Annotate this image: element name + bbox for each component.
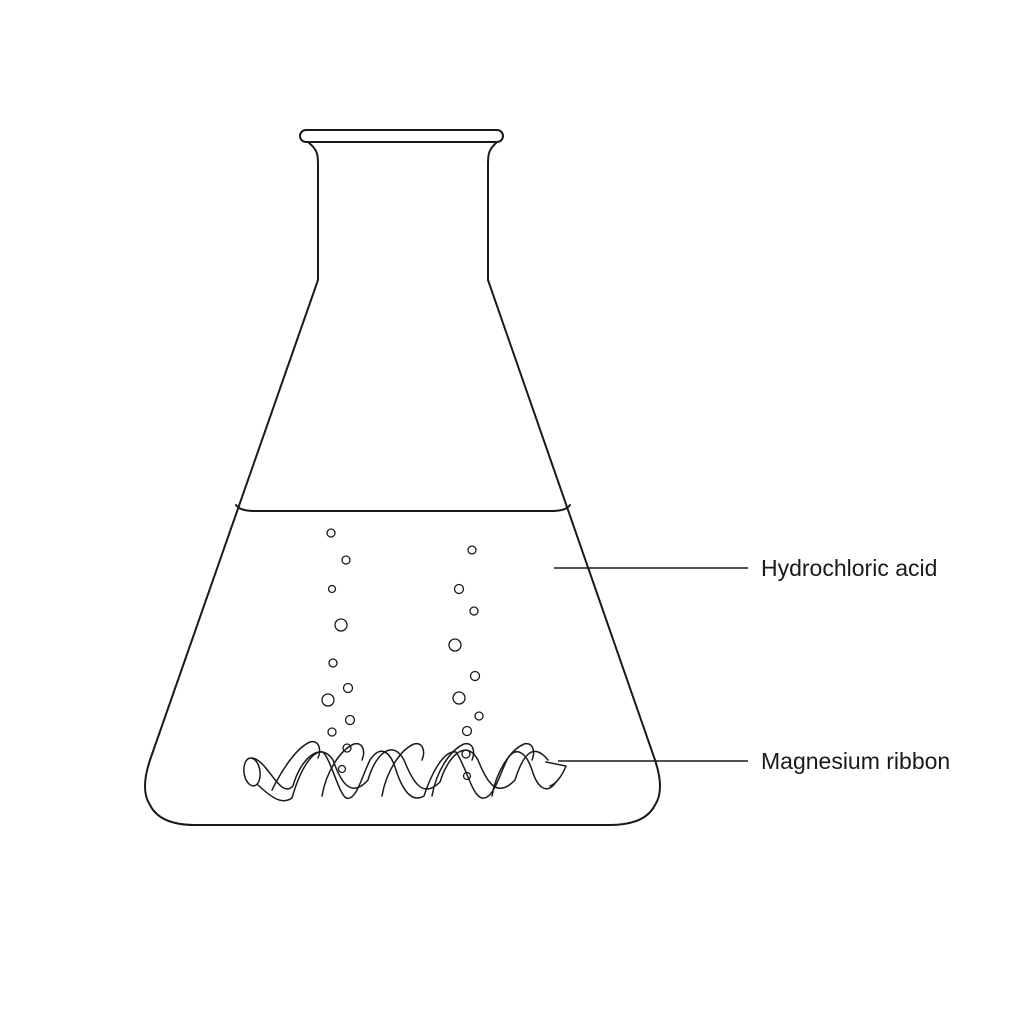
bubble	[344, 714, 356, 726]
flask-rim	[299, 129, 504, 143]
bubble	[327, 727, 337, 737]
bubble	[328, 658, 338, 668]
bubbles-right	[448, 545, 484, 781]
bubble	[453, 583, 465, 595]
bubble	[452, 691, 466, 705]
bubble	[321, 693, 335, 707]
bubble	[474, 711, 484, 721]
bubbles-left	[321, 528, 356, 774]
liquid-surface	[235, 504, 571, 512]
bubble	[342, 682, 354, 694]
bubble	[337, 764, 347, 774]
ribbon-turn	[271, 740, 321, 791]
magnesium-ribbon	[243, 740, 568, 802]
ribbon-label: Magnesium ribbon	[761, 748, 950, 774]
bubble	[469, 606, 479, 616]
ribbon-turn	[381, 742, 425, 797]
ribbon-edge-lower	[257, 750, 557, 802]
ribbon-edge-upper	[251, 749, 549, 790]
bubble	[327, 584, 337, 594]
bubble	[467, 545, 477, 555]
ribbon-left-end	[243, 757, 261, 787]
acid-label: Hydrochloric acid	[761, 555, 937, 581]
ribbon-right-end	[545, 761, 568, 787]
bubble	[448, 638, 462, 652]
bubble	[469, 670, 481, 682]
bubble	[326, 528, 336, 538]
ribbon-turn	[431, 742, 475, 797]
flask-body	[144, 141, 661, 826]
ribbon-turn	[491, 742, 535, 797]
bubble	[461, 725, 473, 737]
bubble	[334, 618, 348, 632]
ribbon-turn	[321, 742, 365, 797]
bubble	[341, 555, 351, 565]
